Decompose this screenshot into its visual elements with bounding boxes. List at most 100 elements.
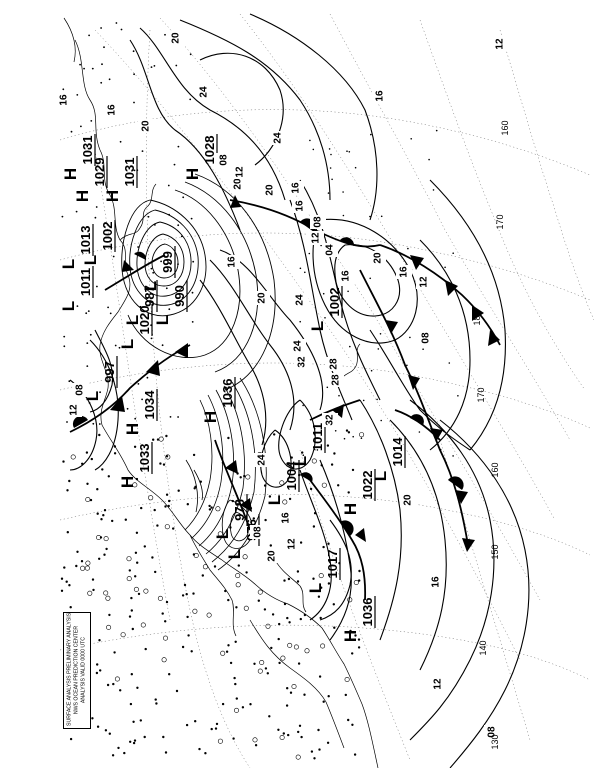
- pressure-center-value: 978: [232, 499, 247, 521]
- isobar-closed: [144, 233, 185, 287]
- station-marker: [295, 754, 301, 760]
- ship-observation: [380, 215, 383, 218]
- ship-observation: [329, 167, 332, 169]
- station-marker: [227, 598, 230, 602]
- isobar-label-mask: [216, 153, 232, 167]
- station-marker: [133, 445, 137, 448]
- ship-observation: [369, 277, 372, 280]
- isobar-label: 16: [107, 104, 118, 116]
- station-marker: [290, 456, 293, 459]
- cold-front-triangle: [472, 305, 484, 321]
- pressure-center-symbol: H: [341, 503, 360, 515]
- station-marker: [283, 579, 286, 582]
- isobar: [179, 19, 331, 201]
- station-marker: [164, 505, 167, 508]
- ship-observation: [309, 139, 311, 142]
- station-marker: [319, 616, 322, 620]
- isobar-label: 20: [265, 184, 276, 196]
- station-marker: [264, 518, 267, 522]
- warm-front-semicircle: [72, 415, 88, 428]
- coastline-north-america-south: [101, 424, 379, 768]
- station-marker: [96, 285, 98, 288]
- station-marker: [132, 720, 135, 723]
- isobar-label-mask: [292, 199, 308, 213]
- isobar-label-mask: [338, 269, 354, 283]
- station-marker: [257, 589, 263, 595]
- station-marker: [285, 704, 289, 707]
- station-marker: [296, 580, 300, 583]
- cold-front-triangle: [430, 428, 443, 442]
- pressure-center-value: 1028: [202, 136, 217, 165]
- isobar-label-mask: [262, 183, 278, 197]
- ship-observation: [360, 437, 363, 440]
- pressure-center-symbol: L: [308, 321, 327, 331]
- station-marker: [191, 291, 194, 294]
- ship-observation: [415, 265, 418, 267]
- isobar-label-mask: [264, 549, 280, 563]
- isobar-label: 28: [329, 358, 340, 370]
- caption-line: NWS OCEAN PREDICTION CENTER: [73, 625, 80, 715]
- station-marker: [113, 651, 116, 654]
- station-marker: [282, 499, 288, 505]
- station-marker: [141, 398, 144, 401]
- station-marker: [234, 640, 237, 643]
- pressure-center-value: 1036: [220, 379, 235, 408]
- station-marker: [91, 67, 94, 70]
- pressure-center-symbol: L: [371, 471, 390, 481]
- station-marker: [70, 130, 73, 133]
- station-marker: [347, 597, 353, 603]
- coastline-north-america: [74, 39, 131, 426]
- isobar-closed: [121, 199, 207, 317]
- station-marker: [68, 583, 71, 587]
- station-marker: [133, 73, 136, 76]
- station-marker: [105, 595, 111, 601]
- station-marker: [141, 150, 144, 153]
- station-marker: [69, 605, 72, 609]
- station-marker: [162, 735, 165, 739]
- station-marker: [132, 741, 136, 745]
- station-marker: [287, 642, 293, 648]
- station-marker: [173, 163, 176, 166]
- station-marker: [87, 590, 93, 596]
- station-marker: [98, 669, 102, 672]
- pressure-center-symbol: L: [81, 255, 100, 265]
- station-marker: [164, 751, 168, 754]
- isobar-closed: [151, 243, 179, 279]
- ship-observation: [457, 395, 459, 397]
- ship-observation: [354, 166, 357, 169]
- station-marker: [113, 452, 117, 455]
- ship-observation: [444, 266, 446, 269]
- station-marker: [133, 169, 136, 172]
- station-marker: [88, 34, 90, 37]
- station-marker: [130, 672, 134, 676]
- ship-observation: [439, 448, 442, 451]
- parallel-line: [59, 494, 591, 556]
- ship-observation: [302, 404, 304, 407]
- station-marker: [156, 524, 159, 527]
- station-marker: [192, 453, 196, 457]
- station-marker: [65, 580, 68, 583]
- isobar-label-mask: [322, 243, 338, 257]
- station-marker: [286, 686, 289, 690]
- station-marker: [235, 697, 239, 700]
- isobar-label-mask: [428, 575, 444, 589]
- station-marker: [132, 50, 135, 53]
- station-marker: [318, 573, 324, 579]
- station-marker: [227, 436, 230, 440]
- station-marker: [154, 224, 156, 226]
- station-marker: [126, 407, 129, 410]
- pressure-center-symbol: L: [141, 281, 160, 291]
- station-marker: [208, 504, 211, 508]
- isobar-label-mask: [224, 255, 240, 269]
- cold-front-triangle: [410, 255, 424, 270]
- chart-caption-box: SURFACE ANALYSIS PRELIMINARY ANALYSIS NW…: [63, 612, 91, 729]
- station-marker: [257, 599, 260, 602]
- meridian-line: [159, 17, 541, 601]
- station-marker: [252, 517, 256, 520]
- meridian-line: [439, 439, 531, 741]
- pressure-center-symbol: L: [118, 339, 137, 349]
